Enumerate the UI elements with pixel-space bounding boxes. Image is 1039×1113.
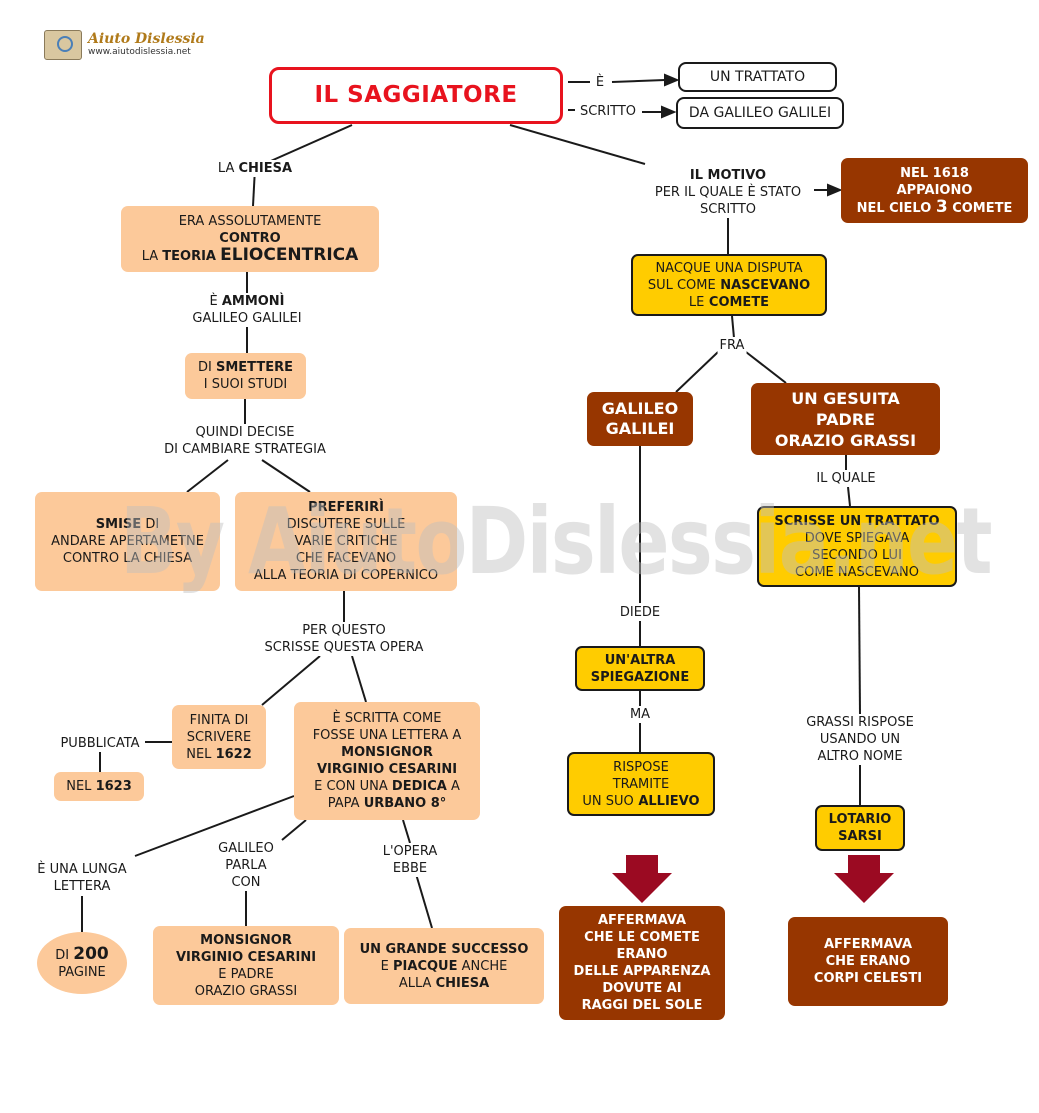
node-smettere: DI SMETTERE I SUOI STUDI (185, 353, 306, 399)
node-rispose-allievo: RISPOSE TRAMITE UN SUO ALLIEVO (567, 752, 715, 816)
page-title: IL SAGGIATORE (314, 82, 518, 108)
node-affermava-apparenza: AFFERMAVA CHE LE COMETE ERANO DELLE APPA… (559, 906, 725, 1020)
node-nel-1623: NEL 1623 (54, 772, 144, 801)
node-lotario-sarsi: LOTARIO SARSI (815, 805, 905, 851)
node-scritta: È SCRITTA COME FOSSE UNA LETTERA A MONSI… (294, 702, 480, 820)
label-galileo-parla: GALILEO PARLA CON (216, 840, 276, 891)
label-opera-ebbe: L'OPERA EBBE (380, 843, 440, 877)
node-galileo-galilei-author: DA GALILEO GALILEI (676, 97, 844, 129)
logo: Aiuto Dislessia www.aiutodislessia.net (44, 30, 205, 60)
node-3-comete: NEL 1618 APPAIONO NEL CIELO 3 COMETE (841, 158, 1028, 223)
node-trattato: UN TRATTATO (678, 62, 837, 92)
label-lunga-lettera: È UNA LUNGA LETTERA (35, 861, 129, 895)
node-preferiri: PREFERIRÌ DISCUTERE SULLE VARIE CRITICHE… (235, 492, 457, 591)
node-scrisse-trattato: SCRISSE UN TRATTATO DOVE SPIEGAVA SECOND… (757, 506, 957, 587)
label-grassi-rispose: GRASSI RISPOSE USANDO UN ALTRO NOME (804, 714, 916, 765)
node-affermava-corpi-celesti: AFFERMAVA CHE ERANO CORPI CELESTI (788, 917, 948, 1006)
node-successo: UN GRANDE SUCCESSO E PIACQUE ANCHE ALLA … (344, 928, 544, 1004)
down-arrow-icon (834, 855, 894, 903)
label-ammoni: È AMMONÌ GALILEO GALILEI (190, 293, 304, 327)
label-la-chiesa: LA CHIESA (215, 160, 295, 177)
title-node: IL SAGGIATORE (269, 67, 563, 124)
node-200-pagine: DI 200 PAGINE (37, 932, 127, 994)
node-monsignor: MONSIGNOR VIRGINIO CESARINI E PADRE ORAZ… (153, 926, 339, 1005)
node-eliocentrica: ERA ASSOLUTAMENTE CONTRO LA TEORIA ELIOC… (121, 206, 379, 272)
label-il-motivo: IL MOTIVO PER IL QUALE È STATO SCRITTO (652, 167, 804, 218)
label-e: È (593, 74, 607, 91)
label-il-quale: IL QUALE (814, 470, 878, 487)
down-arrow-icon (612, 855, 672, 903)
node-altra-spiegazione: UN'ALTRA SPIEGAZIONE (575, 646, 705, 691)
node-galileo-galilei: GALILEO GALILEI (587, 392, 693, 446)
logo-url: www.aiutodislessia.net (88, 47, 191, 57)
logo-book-icon (44, 30, 82, 60)
node-smise: SMISE DI ANDARE APERTAMETNE CONTRO LA CH… (35, 492, 220, 591)
label-pubblicata: PUBBLICATA (58, 735, 142, 752)
node-finita: FINITA DI SCRIVERE NEL 1622 (172, 705, 266, 769)
logo-name: Aiuto Dislessia (88, 31, 205, 47)
label-scritto: SCRITTO (577, 103, 639, 120)
label-quindi: QUINDI DECISE DI CAMBIARE STRATEGIA (162, 424, 328, 458)
label-diede: DIEDE (617, 604, 663, 621)
label-fra: FRA (717, 337, 747, 354)
label-ma: MA (627, 706, 653, 723)
node-gesuita: UN GESUITA PADRE ORAZIO GRASSI (751, 383, 940, 455)
label-per-questo: PER QUESTO SCRISSE QUESTA OPERA (262, 622, 426, 656)
node-disputa: NACQUE UNA DISPUTA SUL COME NASCEVANO LE… (631, 254, 827, 316)
